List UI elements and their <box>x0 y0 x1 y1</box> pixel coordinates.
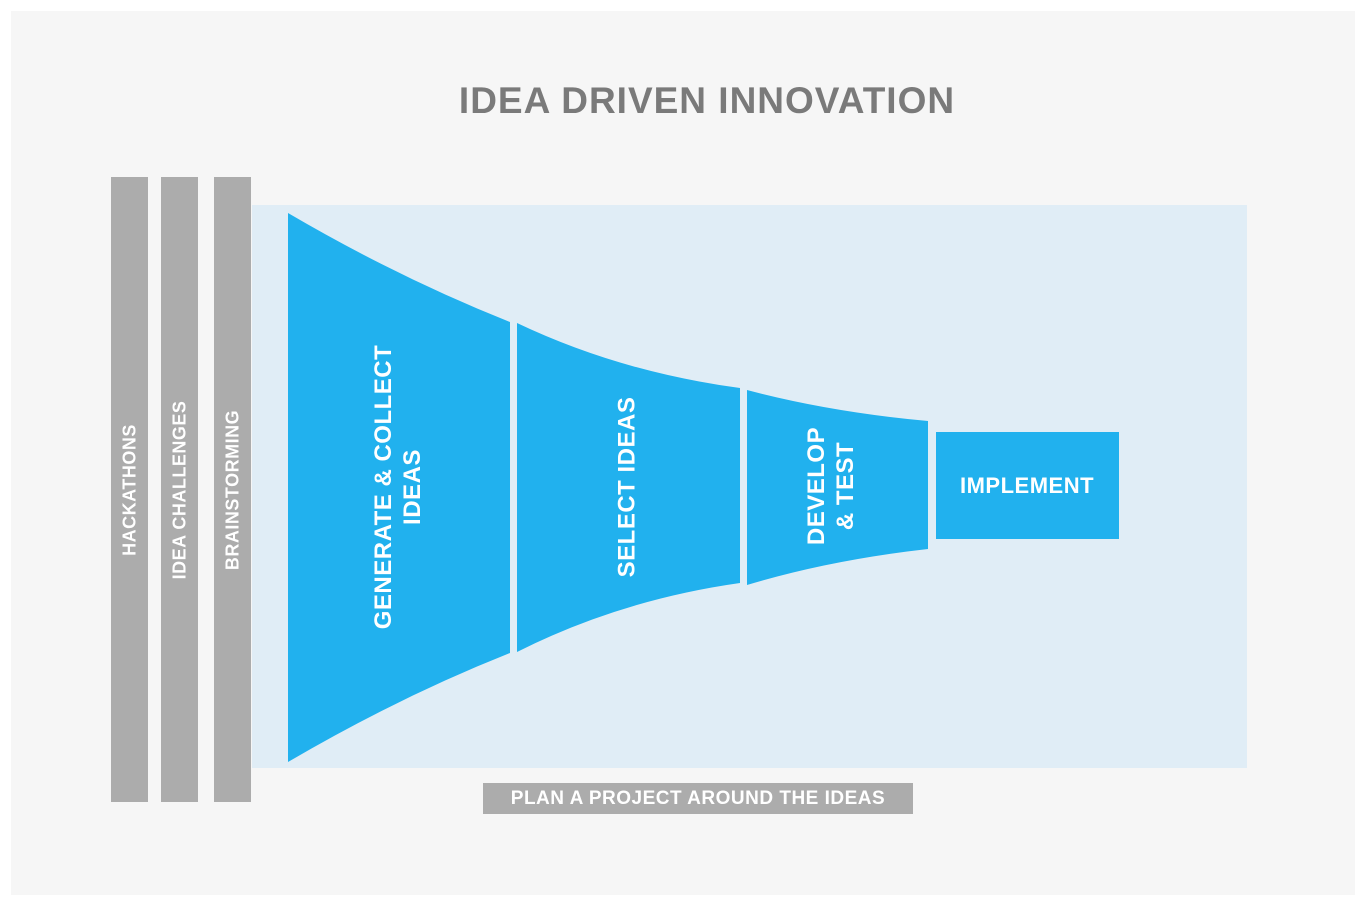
source-bar-idea-challenges: IDEA CHALLENGES <box>161 177 198 802</box>
funnel-stage-3-label: DEVELOP & TEST <box>803 427 861 545</box>
funnel-stage-2-shape <box>517 323 740 652</box>
stage-label-line: GENERATE & COLLECT <box>370 344 398 630</box>
footer-bar: PLAN A PROJECT AROUND THE IDEAS <box>483 783 913 814</box>
footer-bar-label: PLAN A PROJECT AROUND THE IDEAS <box>510 787 886 809</box>
stage-label-line: DEVELOP <box>803 426 831 546</box>
stage-label-line: IDEAS <box>399 449 426 525</box>
source-bar-hackathons: HACKATHONS <box>111 177 148 802</box>
source-bar-brainstorming: BRAINSTORMING <box>214 177 251 802</box>
stage-label-line: SELECT IDEAS <box>613 396 641 578</box>
stage-label-line: & TEST <box>832 441 859 531</box>
funnel-stage-2-label: SELECT IDEAS <box>614 397 643 578</box>
funnel-stage-4-shape <box>936 432 1119 539</box>
funnel-stage-3-shape <box>747 390 928 585</box>
diagram-title: IDEA DRIVEN INNOVATION <box>458 80 956 121</box>
funnel-stage-1-label: GENERATE & COLLECT IDEAS <box>370 345 428 630</box>
funnel-stage-4-label: IMPLEMENT <box>960 473 1094 499</box>
stage-label-line: IMPLEMENT <box>959 472 1095 498</box>
funnel-stage-1-shape <box>288 213 510 762</box>
